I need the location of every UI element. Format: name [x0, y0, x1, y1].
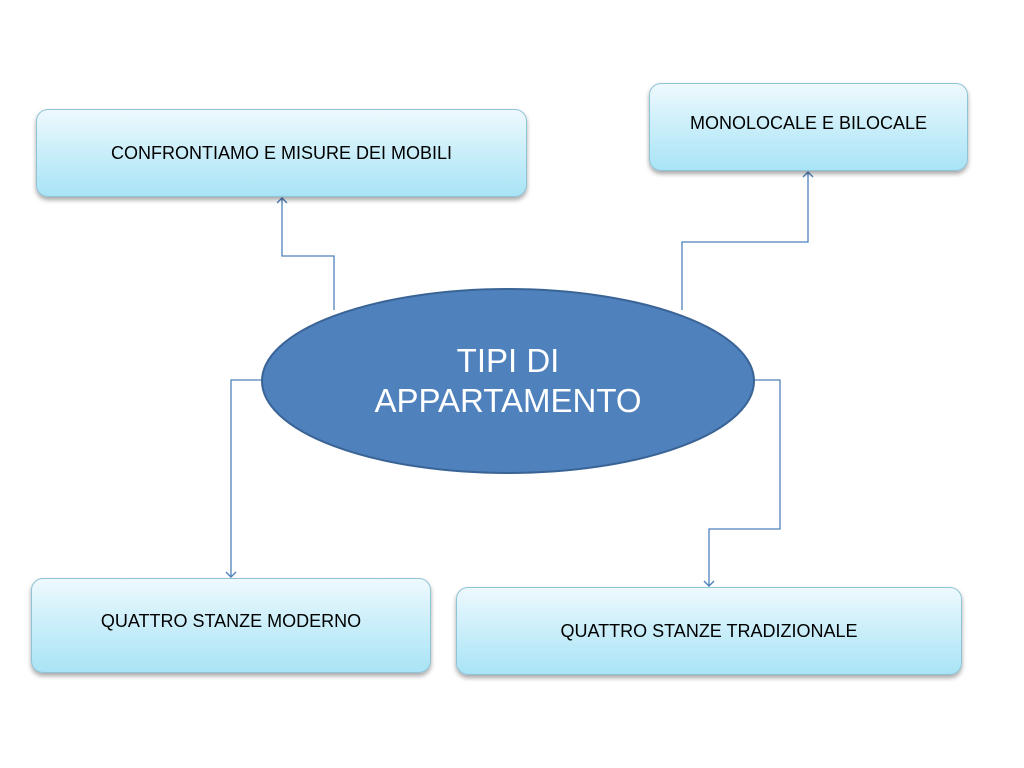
node-label: MONOLOCALE E BILOCALE [689, 112, 928, 133]
connector-moderno [225, 379, 264, 578]
node-quattro-stanze-tradizionale[interactable]: QUATTRO STANZE TRADIZIONALE [456, 587, 962, 675]
node-monolocale-bilocale[interactable]: MONOLOCALE E BILOCALE [649, 83, 968, 171]
center-ellipse[interactable] [261, 288, 755, 474]
node-confrontiamo-misure-mobili[interactable]: CONFRONTIAMO E MISURE DEI MOBILI [36, 109, 527, 197]
connector-monolocale [681, 171, 814, 310]
node-label: QUATTRO STANZE MODERNO [100, 611, 362, 631]
node-quattro-stanze-moderno[interactable]: QUATTRO STANZE MODERNO [31, 578, 431, 673]
node-label: CONFRONTIAMO E MISURE DEI MOBILI [110, 142, 453, 163]
node-label: QUATTRO STANZE TRADIZIONALE [560, 620, 858, 641]
connector-confrontiamo [276, 197, 335, 310]
connector-tradizionale [703, 379, 781, 587]
